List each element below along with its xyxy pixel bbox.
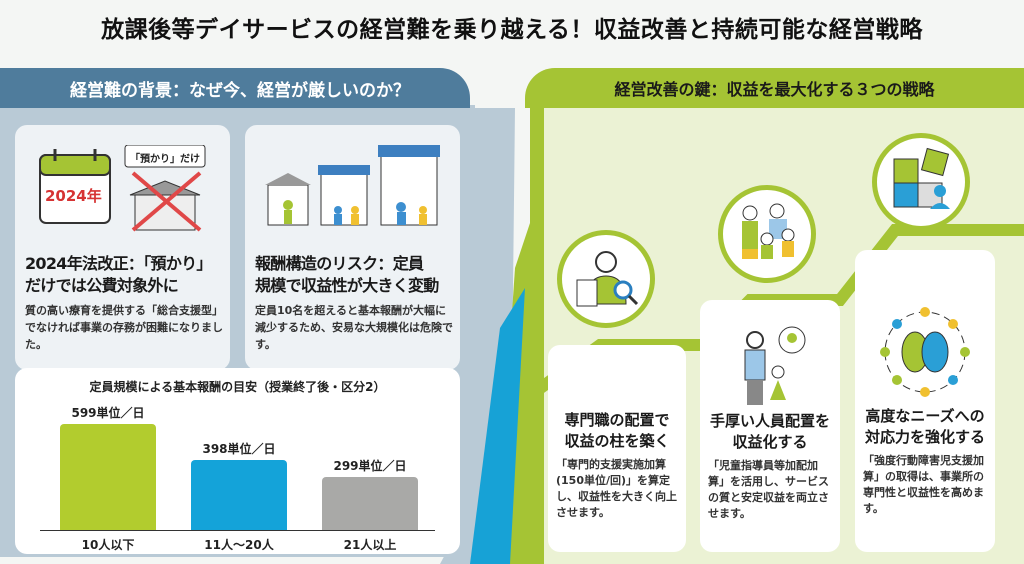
calendar-label: 2024年 xyxy=(45,187,102,205)
category-label: 21人以上 xyxy=(343,538,397,552)
right-section-header: 経営改善の鍵：収益を最大化する３つの戦略 xyxy=(525,68,1024,108)
card-fee-structure: 報酬構造のリスク：定員 規模で収益性が大きく変動 定員10名を超えると基本報酬が… xyxy=(245,125,460,370)
strategy-body: 「強度行動障害児支援加算」の取得は、事業所の専門性と収益性を高めます。 xyxy=(863,454,984,515)
divider-stripes xyxy=(440,108,535,564)
buildings-people-icon xyxy=(265,145,440,226)
bar-value-label: 299単位／日 xyxy=(333,459,407,474)
staff-child-icon xyxy=(744,326,806,405)
bar-value-label: 398単位／日 xyxy=(202,441,276,456)
strategy-title: 高度なニーズへの xyxy=(865,407,985,425)
x-axis xyxy=(40,530,435,531)
bar-value-label: 599単位／日 xyxy=(71,406,145,421)
puzzle-person-icon xyxy=(893,147,950,209)
card-law-revision: 2024年 「預かり」だけ 2024年法改正：「預かり」 だけでは公費対象外に … xyxy=(15,125,230,370)
family-support-icon xyxy=(742,203,795,259)
strategy-title: 収益化する xyxy=(732,433,808,451)
bar-1 xyxy=(191,459,287,530)
left-section-header: 経営難の背景：なぜ今、経営が厳しいのか？ xyxy=(0,68,470,108)
strategy-title: 対応力を強化する xyxy=(864,428,985,446)
puzzle-icon-circle xyxy=(872,133,970,231)
strategy-card-2: 手厚い人員配置を 収益化する 「児童指導員等加配加算」を活用し、サービスの質と安… xyxy=(700,300,840,552)
speech-bubble-text: 「預かり」だけ xyxy=(130,154,200,165)
category-label: 10人以下 xyxy=(81,538,135,552)
strategy-title: 専門職の配置で xyxy=(564,411,670,429)
bar-0 xyxy=(60,424,156,530)
card-body: 質の高い療育を提供する「総合支援型」でなければ事業の存務が困難になりました。 xyxy=(25,304,223,351)
specialist-icon-circle xyxy=(557,230,655,328)
strategy-body: 「児童指導員等加配加算」を活用し、サービスの質と安定収益を両立させます。 xyxy=(708,459,829,520)
card-title: 報酬構造のリスク：定員 xyxy=(255,254,424,273)
family-icon-circle xyxy=(718,185,816,283)
strategy-card-3: 高度なニーズへの 対応力を強化する 「強度行動障害児支援加算」の取得は、事業所の… xyxy=(855,250,995,552)
card-title: 規模で収益性が大きく変動 xyxy=(255,276,439,295)
calendar-house-cross-icon xyxy=(39,145,206,232)
card-title: だけでは公費対象外に xyxy=(25,276,179,295)
card-body: 定員10名を超えると基本報酬が大幅に減少するため、安易な大規模化は危険です。 xyxy=(255,304,453,351)
bar-2 xyxy=(322,477,418,530)
page-title: 放課後等デイサービスの経営難を乗り越える！収益改善と持続可能な経営戦略 xyxy=(101,17,923,43)
category-label: 11人〜20人 xyxy=(204,538,274,552)
chart-title: 定員規模による基本報酬の目安（授業終了後・区分2） xyxy=(89,380,386,394)
strategy-title: 手厚い人員配置を xyxy=(709,412,830,430)
specialist-certificate-icon xyxy=(576,251,639,307)
card-title: 2024年法改正：「預かり」 xyxy=(25,254,212,273)
brain-network-icon xyxy=(880,307,970,397)
strategy-body: 「専門的支援実施加算(150単位/回)」を算定し、収益性を大きく向上させます。 xyxy=(556,458,677,519)
strategy-card-1: 専門職の配置で 収益の柱を築く 「専門的支援実施加算(150単位/回)」を算定し… xyxy=(548,345,686,552)
fee-bar-chart: 定員規模による基本報酬の目安（授業終了後・区分2） 599単位／日 10人以下 39… xyxy=(15,368,460,554)
strategy-title: 収益の柱を築く xyxy=(564,432,670,450)
